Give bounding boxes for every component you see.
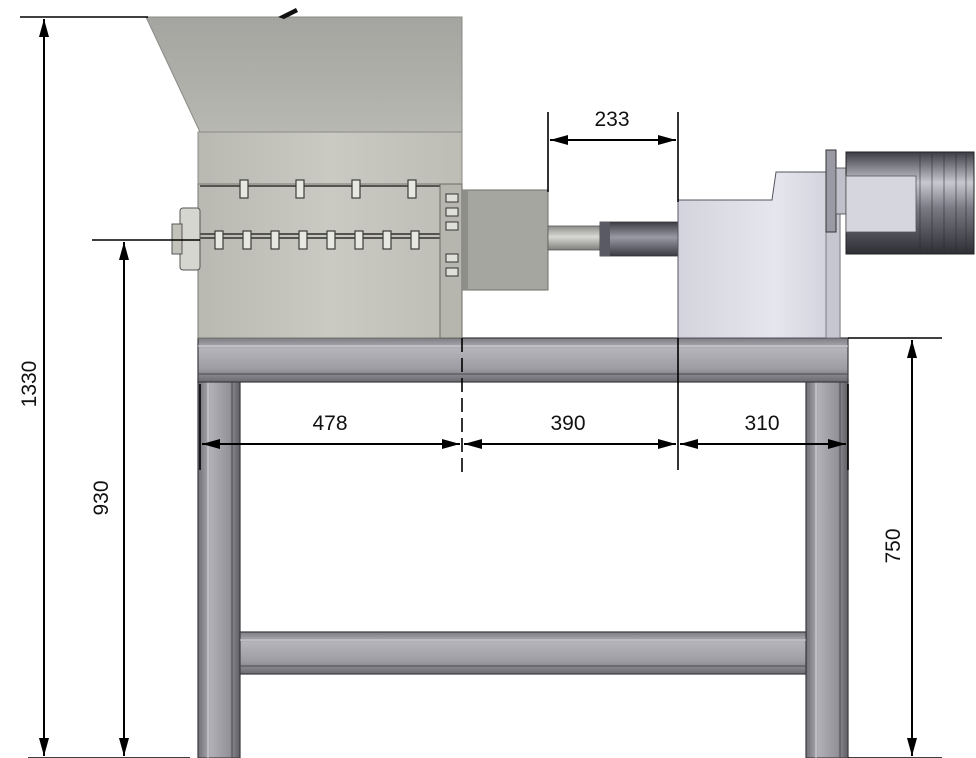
drive-shaft <box>547 221 679 257</box>
left-bearing-hub <box>179 207 201 271</box>
dim-label-coupling-gap: 390 <box>550 412 585 435</box>
blade-row-upper <box>239 179 417 199</box>
dim-label-gearbox-width: 310 <box>744 412 779 435</box>
support-frame <box>197 337 849 758</box>
frame-crossbar-lower <box>239 631 807 675</box>
frame-leg-right <box>805 379 849 758</box>
hopper <box>145 8 463 133</box>
dim-label-axis-height: 930 <box>90 480 113 515</box>
cutting-chamber <box>171 131 463 339</box>
dimension-lines <box>20 16 942 758</box>
dim-label-total-height: 1330 <box>18 361 41 408</box>
dim-label-hopper-width: 478 <box>312 412 347 435</box>
hopper-tab <box>278 8 298 19</box>
gearbox <box>677 171 841 339</box>
motor-flange <box>825 149 837 233</box>
blade-row-lower <box>214 230 420 250</box>
bearing-housing <box>461 189 549 291</box>
frame-leg-left <box>197 379 241 758</box>
flange-bolts <box>445 193 459 277</box>
frame-top-beam <box>197 337 849 383</box>
dim-label-frame-height: 750 <box>882 528 905 563</box>
motor <box>825 149 975 255</box>
dim-label-shaft-gap: 233 <box>594 108 629 131</box>
